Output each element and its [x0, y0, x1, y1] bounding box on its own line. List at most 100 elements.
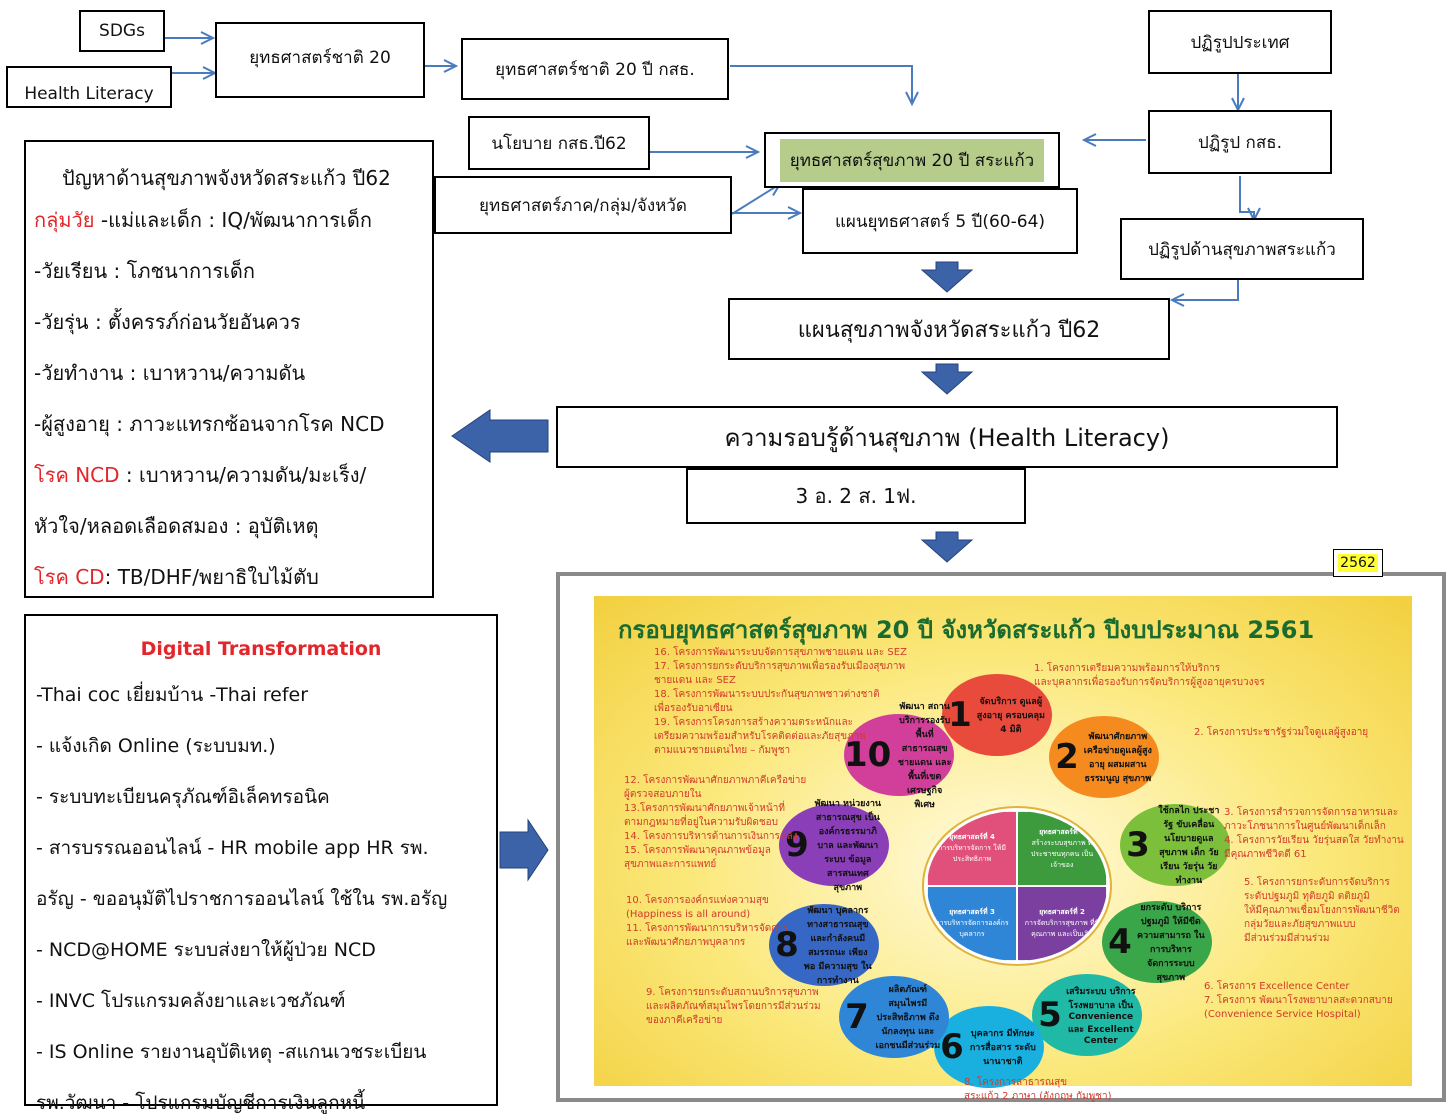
- project-list: 8. โครงการสาธารณสุขสระแก้ว 2 ภาษา (อังกฤ…: [964, 1076, 1112, 1104]
- project-item: 16. โครงการพัฒนาระบบจัดการสุขภาพชายแดน แ…: [654, 647, 907, 658]
- project-item: สุขภาพและการแพทย์: [624, 859, 717, 870]
- problem-category: โรค NCD: [34, 463, 120, 487]
- national-strategy-label: ยุทธศาสตร์ชาติ 20: [249, 48, 391, 68]
- year-badge-label: 2562: [1338, 554, 1378, 572]
- regional-strategy-box: ยุทธศาสตร์ภาค/กลุ่ม/จังหวัด: [434, 176, 732, 234]
- project-item: ชายแดน และ SEZ: [654, 675, 736, 686]
- problems-title: ปัญหาด้านสุขภาพจังหวัดสระแก้ว ปี62: [62, 166, 391, 190]
- project-item: (Happiness is all around): [626, 909, 751, 920]
- petal-text: ยกระดับ บริการปฐมภูมิ ให้มีขีดความสามารถ…: [1137, 903, 1205, 983]
- sdgs-label: SDGs: [99, 21, 145, 41]
- project-item: 18. โครงการพัฒนาระบบประกันสุขภาพชาวต่างช…: [654, 689, 880, 700]
- digital-item: รพ.วัฒนา - โปรแกรมบัญชีการเงินลูกหนี้: [36, 1092, 366, 1114]
- project-item: ผู้ตรวจสอบภายใน: [624, 789, 702, 800]
- literacy-sub-label: 3 อ. 2 ส. 1ฟ.: [795, 484, 917, 508]
- project-list: 10. โครงการองค์กรแห่งความสุข (Happiness i…: [626, 894, 788, 950]
- moph-reform-box: ปฏิรูป กสธ.: [1148, 110, 1332, 174]
- problem-text: : เบาหวาน/ความดัน/มะเร็ง/: [119, 463, 367, 487]
- strategy-title: ยุทธศาสตร์ที่ 4: [949, 833, 995, 841]
- framework-frame: กรอบยุทธศาสตร์สุขภาพ 20 ปี จังหวัดสระแก้…: [556, 572, 1446, 1102]
- moph-policy-box: นโยบาย กสธ.ปี62: [468, 116, 650, 170]
- problem-line: หัวใจ/หลอดเลือดสมอง : อุบัติเหตุ: [34, 510, 319, 542]
- health-problems-panel: ปัญหาด้านสุขภาพจังหวัดสระแก้ว ปี62 กลุ่ม…: [24, 140, 434, 598]
- project-item: ระดับปฐมภูมิ ทุติยภูมิ ตติยภูมิ: [1244, 891, 1370, 902]
- digital-item: - NCD@HOME ระบบส่งยาให้ผู้ป่วย NCD: [36, 939, 376, 961]
- petal-number: 7: [845, 997, 869, 1037]
- project-item: 12. โครงการพัฒนาศักยภาพภาคีเครือข่าย: [624, 775, 807, 786]
- moph-policy-label: นโยบาย กสธ.ปี62: [491, 133, 627, 154]
- problem-text: -ผู้สูงอายุ : ภาวะแทรกซ้อนจากโรค NCD: [34, 412, 385, 436]
- project-item: 11. โครงการพัฒนาการบริหารจัดการ: [626, 923, 789, 934]
- project-item: 6. โครงการ Excellence Center: [1204, 981, 1350, 992]
- project-list: 5. โครงการยกระดับการจัดบริการระดับปฐมภูม…: [1244, 876, 1400, 946]
- problem-text: -วัยทำงาน : เบาหวาน/ความดัน: [34, 361, 306, 385]
- petal-number: 1: [948, 695, 972, 735]
- project-item: และผลิตภัณฑ์สมุนไพรโดยการมีส่วนร่วม: [646, 1001, 821, 1012]
- strategy-title: ยุทธศาสตร์ที่ 1: [1039, 827, 1085, 836]
- project-item: 19. โครงการโครงการสร้างความตระหนักและ: [654, 717, 853, 728]
- problem-line: โรค NCD : เบาหวาน/ความดัน/มะเร็ง/: [34, 459, 366, 491]
- project-item: สระแก้ว 2 ภาษา (อังกฤษ กัมพูชา): [964, 1091, 1112, 1102]
- project-item: 17. โครงการยกระดับบริการสุขภาพเพื่อรองรั…: [654, 661, 906, 672]
- problem-line: -วัยรุ่น : ตั้งครรภ์ก่อนวัยอันควร: [34, 306, 301, 338]
- petal-text: พัฒนา สถานบริการรองรับพื้นที่ สาธารณสุขช…: [897, 702, 952, 810]
- moph-reform-label: ปฏิรูป กสธ.: [1198, 132, 1282, 153]
- petal-number: 5: [1038, 995, 1062, 1035]
- project-item: 10. โครงการองค์กรแห่งความสุข: [626, 895, 769, 906]
- project-item: 1. โครงการเตรียมความพร้อมการให้บริการ: [1034, 663, 1221, 674]
- project-list: 12. โครงการพัฒนาศักยภาพภาคีเครือข่ายผู้ต…: [624, 774, 806, 872]
- project-item: มีคุณภาพชีวิตดี 61: [1224, 849, 1307, 860]
- digital-item: - IS Online รายงานอุบัติเหตุ -สแกนเวชระเ…: [36, 1041, 427, 1063]
- framework-image: กรอบยุทธศาสตร์สุขภาพ 20 ปี จังหวัดสระแก้…: [594, 596, 1412, 1102]
- project-item: 9. โครงการยกระดับสถานบริการสุขภาพ: [646, 987, 819, 998]
- project-item: ตามแนวชายแดนไทย – กัมพูชา: [654, 745, 791, 756]
- project-item: ของภาคีเครือข่าย: [646, 1015, 723, 1026]
- sdgs-box: SDGs: [79, 10, 165, 52]
- health-strategy-label: ยุทธศาสตร์สุขภาพ 20 ปี สระแก้ว: [779, 138, 1045, 182]
- project-list: 2. โครงการประชารัฐร่วมใจดูแลผู้สูงอายุ: [1194, 726, 1368, 740]
- petal-text: พัฒนาศักยภาพ เครือข่ายดูแลผู้สูงอายุ ผสม…: [1083, 732, 1152, 784]
- project-item: มีส่วนร่วมมีส่วนร่วม: [1244, 933, 1330, 944]
- petal-text: พัฒนา หน่วยงานสาธารณสุข เป็นองค์กรธรรมาภ…: [814, 799, 882, 893]
- digital-item: - สารบรรณออนไลน์ - HR mobile app HR รพ.: [36, 837, 429, 859]
- project-item: 5. โครงการยกระดับการจัดบริการ: [1244, 877, 1390, 888]
- petal-number: 9: [785, 825, 809, 865]
- project-item: และบุคลากรเพื่อรองรับการจัดบริการผู้สูงอ…: [1034, 677, 1265, 688]
- project-item: ให้มีคุณภาพเชื่อมโยงการพัฒนาชีวิต: [1244, 905, 1400, 916]
- health-literacy-main-label: ความรอบรู้ด้านสุขภาพ (Health Literacy): [724, 423, 1170, 452]
- strategy-text: สร้างระบบสุขภาพ ที่ประชาชนทุกคน เป็นเจ้า…: [1030, 838, 1094, 869]
- problem-text: หัวใจ/หลอดเลือดสมอง : อุบัติเหตุ: [34, 514, 319, 538]
- digital-item: - ระบบทะเบียนครุภัณฑ์อิเล็คทรอนิค: [36, 786, 330, 808]
- petal-number: 3: [1126, 825, 1150, 865]
- problem-line: -วัยเรียน : โภชนาการเด็ก: [34, 255, 255, 287]
- health-literacy-label: Health Literacy: [24, 84, 154, 104]
- petal-number: 8: [775, 925, 799, 965]
- health-strategy-box: ยุทธศาสตร์สุขภาพ 20 ปี สระแก้ว: [764, 132, 1060, 188]
- project-item: และพัฒนาศักยภาพบุคลากร: [626, 937, 746, 948]
- strategy-text: การบริหารจัดการองค์กร บุคลากร: [935, 919, 1009, 938]
- project-list: 3. โครงการสำรวจการจัดการอาหารและภาวะโภชน…: [1224, 806, 1404, 862]
- problem-line: -วัยทำงาน : เบาหวาน/ความดัน: [34, 357, 305, 389]
- petal-number: 2: [1055, 737, 1079, 777]
- health-literacy-main-box: ความรอบรู้ด้านสุขภาพ (Health Literacy): [556, 406, 1338, 468]
- strategy-center-disk: ยุทธศาสตร์ที่ 1 สร้างระบบสุขภาพ ที่ประชาช…: [924, 808, 1110, 964]
- project-item: 8. โครงการสาธารณสุข: [964, 1077, 1068, 1088]
- five-year-plan-box: แผนยุทธศาสตร์ 5 ปี(60-64): [802, 188, 1078, 254]
- project-item: 3. โครงการสำรวจการจัดการอาหารและ: [1224, 807, 1399, 818]
- project-item: กลุ่มวัยและภัยสุขภาพแบบ: [1244, 919, 1356, 930]
- petal-text: เสริมระบบ บริการโรงพยาบาล เป็น Convenien…: [1066, 987, 1136, 1046]
- problem-category: กลุ่มวัย: [34, 208, 95, 232]
- digital-title: Digital Transformation: [140, 638, 382, 660]
- problem-line: โรค CD: TB/DHF/พยาธิใบไม้ตับ: [34, 561, 319, 593]
- project-item: 13.โครงการพัฒนาศักยภาพเจ้าหน้าที่: [624, 803, 785, 814]
- petal-text: ผลิตภัณฑ์ สมุนไพรมีประสิทธิภาพ ดึงนักลงท…: [875, 985, 941, 1051]
